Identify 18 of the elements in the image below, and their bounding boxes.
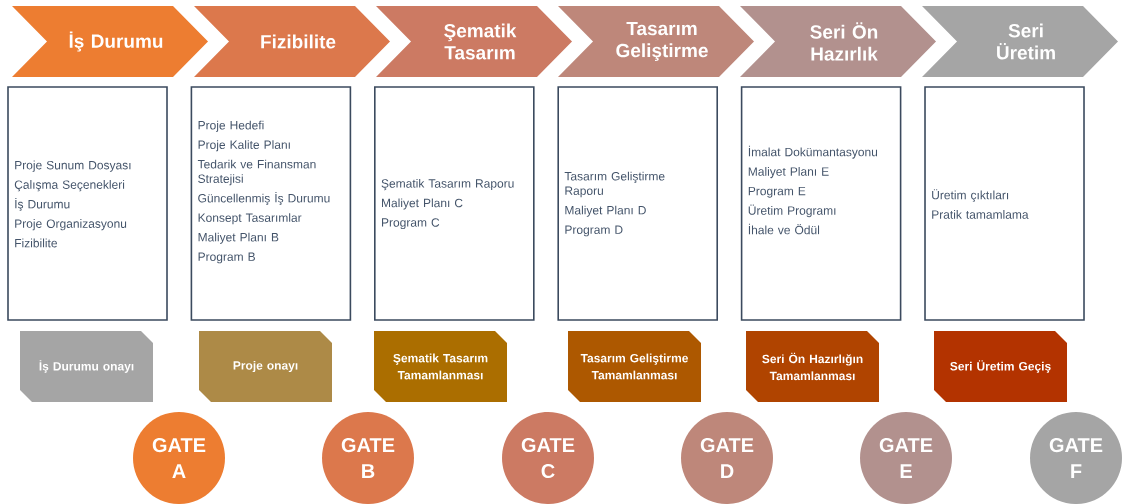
milestone-tag: Seri Ön Hazırlığın Tamamlanması [746, 331, 879, 402]
milestone-tag: İş Durumu onayı [20, 331, 153, 402]
deliverables-box: Proje Hedefi Proje Kalite Planı Tedarik ve Finansman Stratejisi Güncellenmiş İş Durumu Konsept Tasarımlar Maliyet Planı B Program B [190, 86, 352, 321]
phase-banner: Şematik Tasarım [376, 6, 572, 77]
deliverables-box: Proje Sunum Dosyası Çalışma Seçenekleri İş Durumu Proje Organizasyonu Fizibilite [7, 86, 168, 321]
deliverables-box: Üretim çıktıları Pratik tamamlama [924, 86, 1085, 321]
milestone-tag: Seri Üretim Geçiş [934, 331, 1067, 402]
milestone-tag: Şematik Tasarım Tamamlanması [374, 331, 507, 402]
milestone-tag: Proje onayı [199, 331, 332, 402]
phase-banner: Tasarım Geliştirme [558, 6, 754, 77]
deliverables-box: İmalat Dokümantasyonu Maliyet Planı E Program E Üretim Programı İhale ve Ödül [740, 86, 902, 321]
phase-banner: Fizibilite [194, 6, 390, 77]
phase-banner: Seri Üretim [922, 6, 1118, 77]
deliverables-box: Şematik Tasarım Raporu Maliyet Planı C Program C [374, 86, 535, 321]
phase-banner: Seri Ön Hazırlık [740, 6, 936, 77]
milestone-tag: Tasarım Geliştirme Tamamlanması [568, 331, 701, 402]
phase-banner: İş Durumu [12, 6, 208, 77]
deliverables-box: Tasarım Geliştirme Raporu Maliyet Planı D Program D [557, 86, 718, 321]
